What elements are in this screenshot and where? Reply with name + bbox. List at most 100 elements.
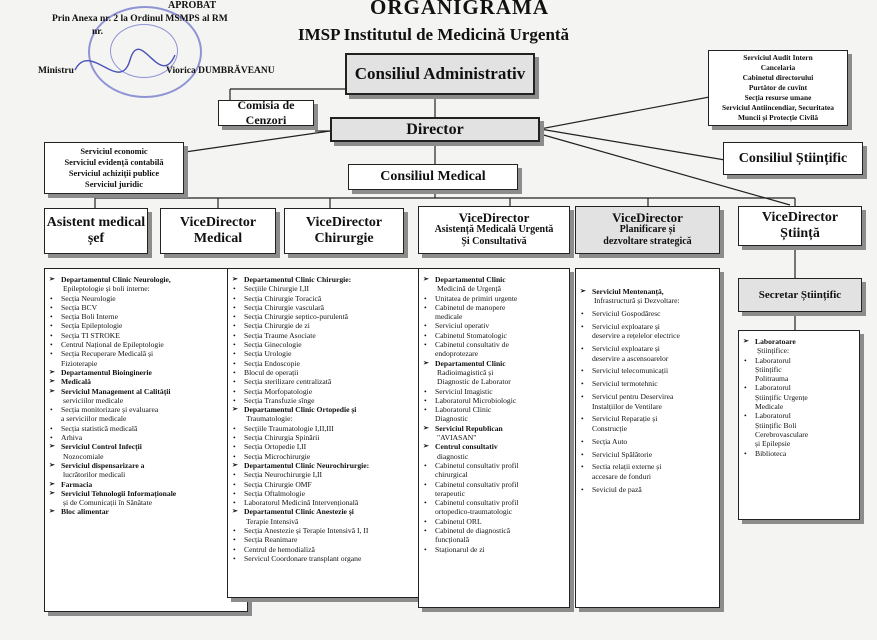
minister-label: Ministru — [38, 66, 74, 76]
list-item: Secția Epileptologie — [49, 321, 243, 331]
list-item: Secția Microchirurgie — [232, 452, 430, 462]
list-item: Laboratoare — [743, 337, 855, 347]
list-item: Secția Auto — [580, 437, 715, 447]
list-item: Secția Chirurgie vasculară — [232, 303, 430, 313]
list-item: Secția Ortopedie I,II — [232, 442, 430, 452]
secretar-stiintific-box: Secretar Științific — [738, 278, 862, 312]
economic-line: Serviciul evidență contabilă — [64, 158, 164, 167]
list-item: Secția Morfopatologie — [232, 387, 430, 397]
list-item: Serviciul Gospodăresc — [580, 309, 715, 319]
list-item: Laboratorul Medicină Intervențională — [232, 498, 430, 508]
vicedirector-chirurgie-box: ViceDirector Chirurgie — [284, 208, 404, 254]
list-item: Laboratorul — [743, 383, 855, 393]
vicedirector-stiinta-box: ViceDirector Știință — [738, 206, 862, 246]
approval-line2: nr. — [92, 27, 104, 37]
list-item: Centrul Național de Epileptologie — [49, 340, 243, 350]
list-item: Serviciul Management al Calității — [49, 387, 243, 397]
list-item: Centrul de hemodializă — [232, 545, 430, 555]
list-item: Secția Neurologie — [49, 294, 243, 304]
vd-medical-line: Medical — [193, 231, 243, 246]
list-item: Biblioteca — [743, 449, 855, 459]
list-item: Secția Ginecologie — [232, 340, 430, 350]
list-item: Departamentul Clinic Neurologie, — [49, 275, 243, 285]
list-item: Servicul pentru Deservirea — [580, 392, 715, 402]
list-item: Serviciul termotehnic — [580, 379, 715, 389]
list-item: Diagnostic — [435, 414, 468, 424]
list-item: Secțiile Chirurgie I,II — [232, 284, 430, 294]
list-item: Serviciul exploatare și — [580, 322, 715, 332]
list-item: chirurgical — [435, 470, 468, 480]
approval-title: APROBAT — [168, 0, 217, 11]
list-item: Cabinetul consultativ profil — [423, 498, 565, 508]
list-item: lucrătorilor medicali — [63, 470, 126, 480]
vd-chirurgie-line: Chirurgie — [314, 231, 374, 246]
list-medical: Departamentul Clinic Neurologie,Epilepto… — [49, 275, 243, 517]
list-item: Serviciul Control Infecții — [49, 442, 243, 452]
list-item: Departamentul Bioinginerie — [49, 368, 243, 378]
list-item: Științific Urgențe — [755, 392, 808, 402]
list-item: Laboratorul — [743, 411, 855, 421]
list-item: Laboratorul — [743, 356, 855, 366]
asistent-label-line: șef — [87, 231, 105, 246]
list-item: accesare de fonduri — [592, 471, 652, 481]
vd-planificare-line: ViceDirector — [612, 210, 683, 225]
list-item: Secția Chirurgie OMF — [232, 480, 430, 490]
comisia-cenzori-box: Comisia de Cenzori — [218, 98, 314, 127]
list-item: Politrauma — [755, 374, 789, 384]
list-item: Medicină de Urgență — [437, 284, 501, 294]
column-medical: Departamentul Clinic Neurologie,Epilepto… — [44, 268, 248, 612]
list-item: Farmacia — [49, 480, 243, 490]
list-item: Secția Oftalmologie — [232, 489, 430, 499]
economic-box: Serviciul economic Serviciul evidență co… — [44, 142, 184, 194]
list-item: Departamentul Clinic Chirurgie: — [232, 275, 430, 285]
list-item: Secția TI STROKE — [49, 331, 243, 341]
list-item: Centrul consultativ — [423, 442, 565, 452]
list-item: medicale — [435, 312, 463, 322]
vd-stiinta-line: Știință — [780, 226, 820, 241]
list-item: Serviciul Republican — [423, 424, 565, 434]
column-stiinta: LaboratoareȘtiințifice:LaboratorulȘtiinț… — [738, 330, 860, 520]
list-item: Terapie Intensivă — [246, 516, 299, 526]
list-item: și Epilepsie — [755, 439, 791, 449]
economic-line: Serviciul achiziții publice — [68, 169, 160, 178]
list-item: Secția Traume Asociate — [232, 331, 430, 341]
list-item: Cabinetul consultativ de — [423, 340, 565, 350]
list-item: Infrastructură și Dezvoltare: — [594, 296, 680, 306]
asistent-label-line: Asistent medical — [46, 215, 146, 230]
list-item: Sectia relații externe și — [580, 462, 715, 472]
stamp-seal — [88, 6, 202, 98]
list-item: Departamentul Clinic Ortopedie și — [232, 405, 430, 415]
list-item: Laboratorul Microbiologic — [423, 396, 565, 406]
list-item: Epileptologie și boli interne: — [63, 284, 150, 294]
comisia-cenzori-label: Comisia de Cenzori — [237, 98, 295, 127]
list-item: Secția Endoscopie — [232, 359, 430, 369]
list-item: funcțională — [435, 535, 470, 545]
minister-name: Viorica DUMBRĂVEANU — [166, 66, 275, 76]
list-item: Departamentul Clinic Anestezie și — [232, 507, 430, 517]
economic-line: Serviciul juridic — [85, 180, 143, 189]
director-label: Director — [406, 120, 464, 138]
list-chirurgie: Departamentul Clinic Chirurgie:Secțiile … — [232, 275, 430, 564]
vicedirector-planificare-box: ViceDirector Planificare și dezvoltare s… — [575, 206, 720, 254]
list-item: Staționarul de zi — [423, 545, 565, 555]
approval-line1: Prin Anexa nr. 2 la Ordinul MSMPS al RM — [52, 14, 228, 24]
vd-planificare-line: Planificare și — [619, 224, 676, 235]
column-planificare: Serviciul Mentenanță,Infrastructură și D… — [575, 268, 720, 608]
vd-chirurgie-line: ViceDirector — [305, 215, 383, 230]
list-item: Serviciul Spălătorie — [580, 450, 715, 460]
list-item: diagnostic — [437, 451, 469, 461]
list-item: Servicul Coordonare transplant organe — [232, 554, 430, 564]
consiliul-stiintific-label: Consiliul Științific — [738, 150, 848, 166]
institution-title: IMSP Institutul de Medicină Urgentă — [298, 25, 570, 44]
asistent-sef-box: Asistent medical șef — [44, 208, 148, 254]
consiliul-administrativ-box: Consiliul Administrativ — [345, 53, 535, 95]
list-item: Cabinetul consultativ profil — [423, 480, 565, 490]
list-item: Nozocomiale — [63, 451, 104, 461]
consiliul-medical-label: Consiliul Medical — [380, 169, 486, 184]
vd-stiinta-line: ViceDirector — [761, 210, 839, 225]
list-item: a serviciilor medicale — [61, 414, 127, 424]
list-item: Secția Urologie — [232, 349, 430, 359]
audit-line: Purtător de cuvînt — [748, 83, 808, 92]
